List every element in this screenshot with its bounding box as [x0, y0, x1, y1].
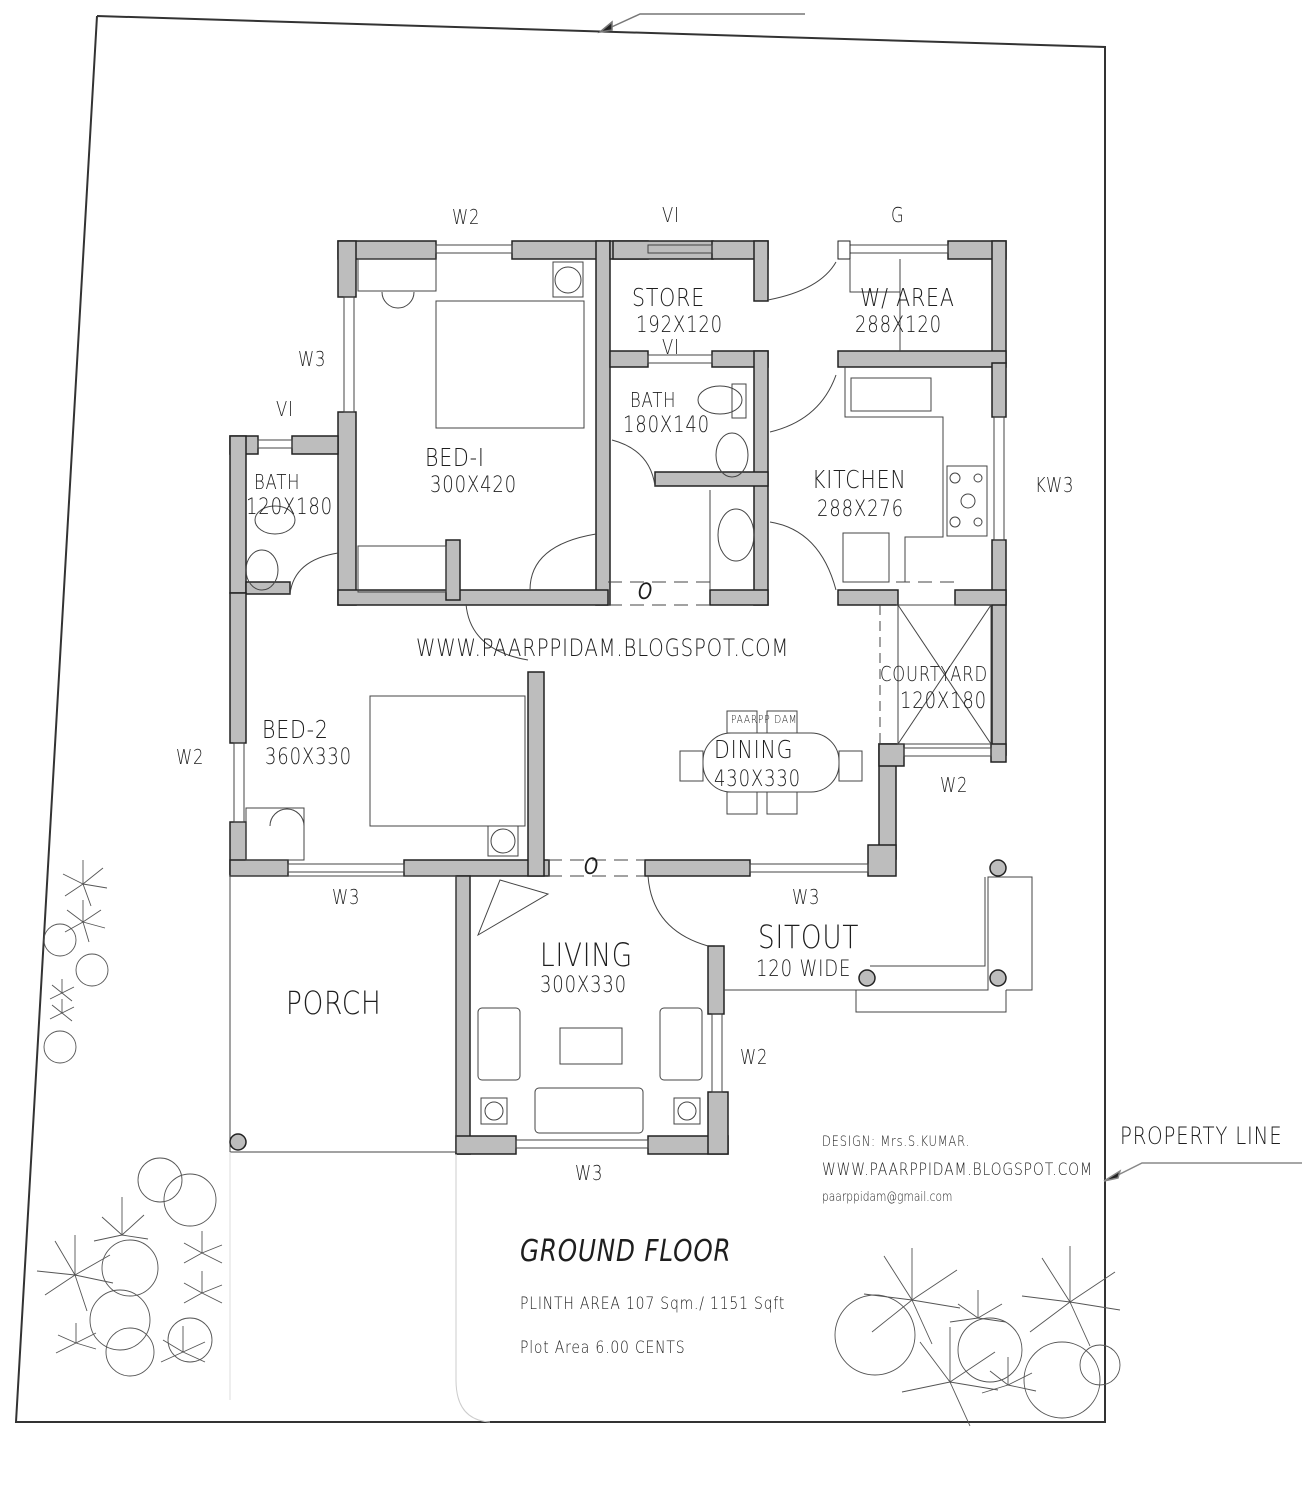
property-line-leader-top — [597, 13, 805, 34]
window-label: W3 — [332, 885, 361, 909]
landscape-plants — [36, 860, 1121, 1427]
window-label: W3 — [298, 347, 327, 371]
room-name-dining: DINING — [714, 735, 794, 764]
center-watermark: WWW.PAARPPIDAM.BLOGSPOT.COM — [416, 634, 790, 662]
room-name-living: LIVING — [540, 936, 633, 974]
plinth-area: PLINTH AREA 107 Sqm./ 1151 Sqft — [520, 1294, 786, 1314]
ventilator-label: VI — [662, 203, 680, 227]
room-size-bath-small: 120X180 — [246, 495, 333, 520]
windows-and-fixtures — [229, 240, 1033, 1423]
room-name-work-area: W/ AREA — [860, 283, 955, 312]
room-size-living: 300X330 — [540, 973, 627, 998]
gate-label: G — [891, 203, 905, 227]
window-label: W2 — [452, 205, 481, 229]
room-size-store: 192X120 — [636, 313, 723, 338]
room-name-bath-small: BATH — [254, 470, 301, 494]
designer-credit: DESIGN: Mrs.S.KUMAR. — [822, 1134, 970, 1150]
credit-website: WWW.PAARPPIDAM.BLOGSPOT.COM — [822, 1160, 1093, 1180]
room-size-kitchen: 288X276 — [817, 497, 904, 522]
room-name-courtyard: COURTYARD — [880, 662, 988, 686]
ventilator-label: VI — [662, 335, 680, 359]
credit-email: paarppidam@gmail.com — [822, 1190, 953, 1205]
window-label: W2 — [940, 773, 969, 797]
room-size-sitout: 120 WIDE — [756, 957, 852, 982]
room-name-bath-attached: BATH — [630, 388, 677, 412]
window-label: W3 — [792, 885, 821, 909]
window-label: W3 — [575, 1161, 604, 1185]
window-label: W2 — [740, 1045, 769, 1069]
room-name-store: STORE — [632, 283, 705, 312]
room-name-sitout: SITOUT — [758, 918, 860, 956]
columns — [229, 859, 1007, 1151]
room-name-porch: PORCH — [286, 984, 382, 1022]
walls — [229, 240, 1007, 1155]
property-boundary — [14, 15, 1106, 1423]
kitchen-window-label: KW3 — [1035, 473, 1075, 497]
plot-area: Plot Area 6.00 CENTS — [520, 1338, 686, 1358]
room-size-courtyard: 120X180 — [900, 689, 987, 714]
arch-label: O — [638, 580, 654, 605]
room-size-dining: 430X330 — [714, 767, 801, 792]
room-size-bed2: 360X330 — [265, 745, 352, 770]
ventilator-label: VI — [276, 397, 294, 421]
drawing-title: GROUND FLOOR — [520, 1234, 732, 1269]
arch-label: O — [584, 855, 600, 880]
property-line-label: PROPERTY LINE — [1120, 1122, 1283, 1150]
property-line-leader-right — [1103, 1162, 1302, 1182]
table-watermark: PAARPP DAM — [731, 713, 798, 726]
room-size-work-area: 288X120 — [855, 313, 942, 338]
room-name-kitchen: KITCHEN — [812, 465, 907, 494]
window-label: W2 — [176, 745, 205, 769]
room-name-bed2: BED-2 — [262, 715, 329, 744]
room-size-bed1: 300X420 — [430, 473, 517, 498]
room-name-bed1: BED-I — [425, 443, 485, 472]
room-size-bath-attached: 180X140 — [623, 413, 710, 438]
